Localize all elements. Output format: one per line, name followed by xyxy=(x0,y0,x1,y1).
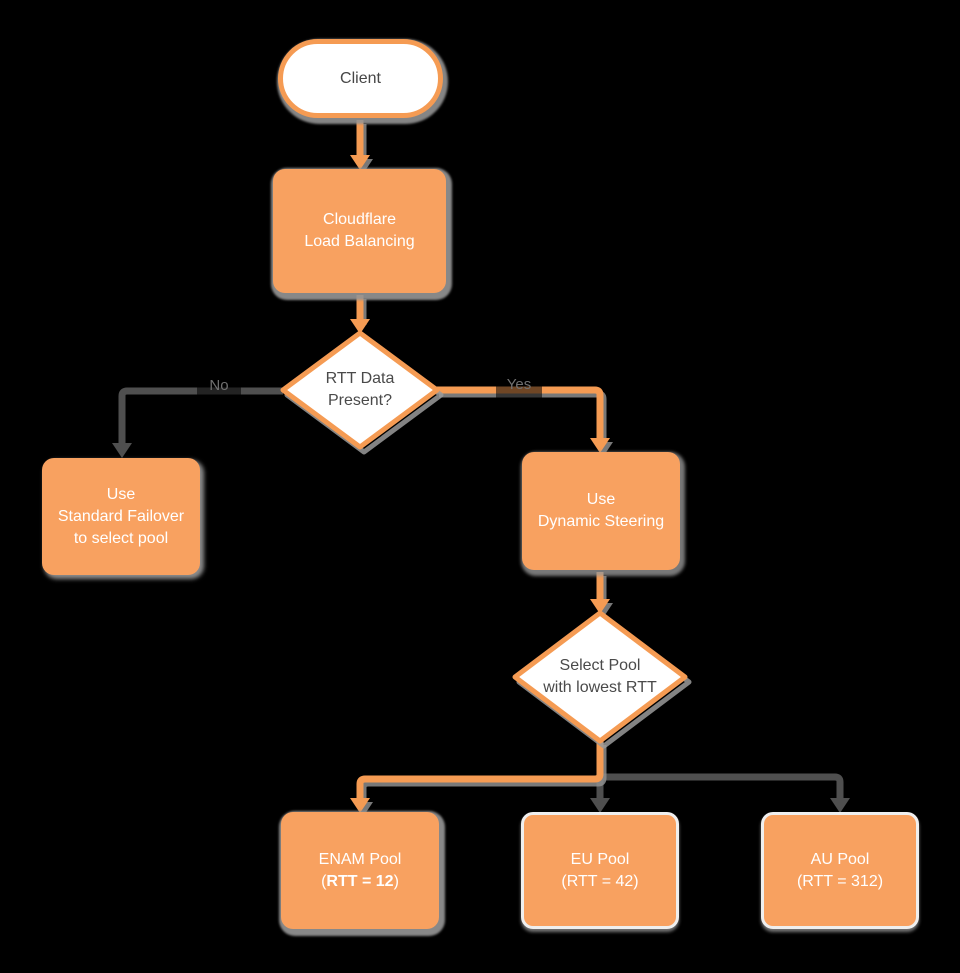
pool-name: AU Pool xyxy=(810,850,870,868)
pool-rtt: (RTT = 12) xyxy=(321,871,399,893)
decision-label-line: RTT Data xyxy=(325,370,395,387)
decision-select-pool-label: Select Pool with lowest RTT xyxy=(505,648,695,706)
node-label-line: Use xyxy=(106,485,136,503)
node-au-pool: AU Pool (RTT = 312) xyxy=(761,812,919,929)
pool-rtt: (RTT = 312) xyxy=(796,872,884,890)
edge-label-no-text: No xyxy=(209,377,229,394)
edge-selectpool-enam xyxy=(350,741,604,813)
pool-rtt-value: RTT = 12 xyxy=(326,872,394,890)
decision-label-line: with lowest RTT xyxy=(543,679,657,696)
decision-rtt-label: RTT Data Present? xyxy=(270,362,450,418)
pool-rtt: (RTT = 42) xyxy=(561,872,639,890)
node-load-balancing: Cloudflare Load Balancing xyxy=(273,169,446,293)
decision-label-line: Present? xyxy=(327,392,393,409)
node-standard-failover: Use Standard Failover to select pool xyxy=(42,458,200,575)
pool-rtt-suffix: ) xyxy=(393,872,399,890)
edge-label-yes-text: Yes xyxy=(506,376,532,393)
node-enam-pool: ENAM Pool (RTT = 12) xyxy=(281,812,439,929)
arrowhead-rttdecision xyxy=(350,319,370,334)
node-label-line: Standard Failover xyxy=(57,507,185,525)
edge-label-no: No xyxy=(197,372,241,399)
node-label-line: Cloudflare xyxy=(323,211,396,228)
node-label-line: Dynamic Steering xyxy=(537,513,665,530)
node-label-line: to select pool xyxy=(73,529,169,547)
arrowhead-dynamic-steering xyxy=(590,438,610,453)
edge-steering-selectpool xyxy=(590,572,610,614)
arrowhead-enam xyxy=(350,798,370,813)
arrowhead-selectpool xyxy=(590,599,610,614)
decision-selectpool-shape xyxy=(512,610,692,749)
decision-rtt-shape xyxy=(280,330,444,455)
arrowhead-no xyxy=(112,443,132,458)
arrowhead-au xyxy=(830,798,850,813)
edge-loadbalancer-rttdecision xyxy=(350,295,370,334)
node-client: Client xyxy=(278,39,443,118)
edge-yes-branch xyxy=(436,386,610,453)
node-label-line: Load Balancing xyxy=(304,233,415,250)
node-label-line: Use xyxy=(586,491,616,508)
decision-label-line: Select Pool xyxy=(559,657,641,674)
node-eu-pool: EU Pool (RTT = 42) xyxy=(521,812,679,929)
edge-client-loadbalancer xyxy=(350,120,370,170)
node-dynamic-steering: Use Dynamic Steering xyxy=(522,452,680,570)
edge-selectpool-au xyxy=(600,773,850,813)
arrowhead-loadbalancer xyxy=(350,155,370,170)
pool-name: EU Pool xyxy=(570,850,630,868)
edge-no-branch xyxy=(112,387,283,458)
node-client-label: Client xyxy=(340,69,381,87)
edge-label-yes: Yes xyxy=(496,371,542,398)
pool-name: ENAM Pool xyxy=(318,850,402,868)
pool-rtt-prefix: ( xyxy=(321,872,327,890)
arrowhead-eu xyxy=(590,798,610,813)
